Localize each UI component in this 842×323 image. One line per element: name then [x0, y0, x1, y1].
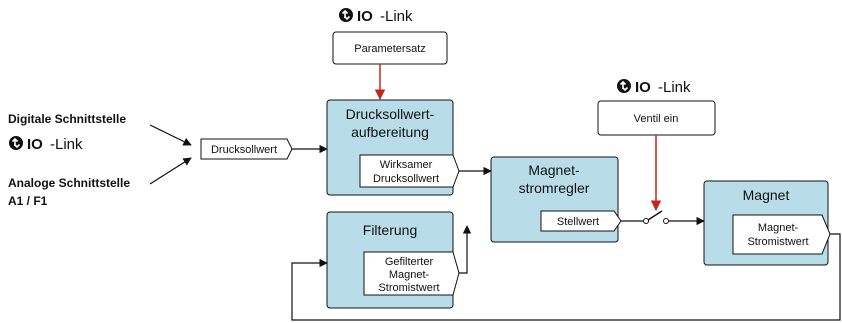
iolink-io-text: IO — [635, 79, 651, 96]
iolink-icon — [616, 78, 632, 94]
filterung-output-2: Magnet- — [389, 269, 430, 281]
stromregler-title-1: Magnet- — [528, 162, 580, 178]
block-filterung: Filterung Gefilterter Magnet- Stromistwe… — [326, 211, 460, 309]
iolink-link-text: -Link — [50, 136, 83, 153]
digital-interface-label: Digitale Schnittstelle IO -Link — [8, 112, 126, 153]
iolink-io-text: IO — [27, 136, 43, 153]
block-drucksollwertaufbereitung: Drucksollwert- aufbereitung Wirksamer Dr… — [326, 99, 460, 196]
aufbereitung-output-1: Wirksamer — [380, 159, 433, 171]
valve-switch — [621, 210, 669, 224]
analog-input-arrow — [149, 157, 192, 185]
parametersatz-label: Parametersatz — [354, 43, 426, 55]
digital-input-arrow — [149, 124, 192, 146]
filterung-title: Filterung — [363, 222, 417, 238]
filterung-output-1: Gefilterter — [385, 256, 434, 268]
iolink-io-text: IO — [357, 8, 373, 25]
drucksollwert-input-box: Drucksollwert — [200, 138, 293, 160]
iolink-logo-top: IO -Link — [338, 7, 413, 25]
filterung-output-3: Stromistwert — [378, 282, 439, 294]
aufbereitung-output-2: Drucksollwert — [373, 173, 439, 185]
aufbereitung-title-2: aufbereitung — [351, 124, 429, 140]
iolink-icon — [338, 7, 354, 23]
iolink-logo-ventil: IO -Link — [616, 78, 691, 96]
aufbereitung-title-1: Drucksollwert- — [346, 106, 435, 122]
magnet-title: Magnet — [743, 187, 790, 203]
ventil-ein-label: Ventil ein — [634, 113, 679, 125]
magnet-output-2: Stromistwert — [747, 236, 808, 248]
iolink-icon — [8, 135, 24, 151]
block-magnet: Magnet Magnet- Stromistwert — [703, 180, 831, 266]
drucksollwert-input-label: Drucksollwert — [211, 144, 277, 156]
feedback-arrow — [291, 233, 841, 321]
parametersatz-box: Parametersatz — [332, 31, 448, 65]
iolink-link-text: -Link — [658, 79, 691, 96]
analog-interface-line2: A1 / F1 — [8, 194, 48, 208]
block-magnetstromregler: Magnet- stromregler Stellwert — [490, 156, 622, 243]
digital-interface-text: Digitale Schnittstelle — [8, 112, 126, 126]
analog-interface-line1: Analoge Schnittstelle — [8, 176, 130, 190]
stromregler-title-2: stromregler — [519, 180, 590, 196]
magnet-output-1: Magnet- — [758, 222, 799, 234]
ventil-ein-box: Ventil ein — [597, 100, 716, 136]
analog-interface-label: Analoge Schnittstelle A1 / F1 — [8, 176, 130, 208]
gefilterter-stromistwert-arrow — [459, 225, 472, 274]
iolink-link-text: -Link — [380, 8, 413, 25]
stromregler-output: Stellwert — [557, 216, 599, 228]
